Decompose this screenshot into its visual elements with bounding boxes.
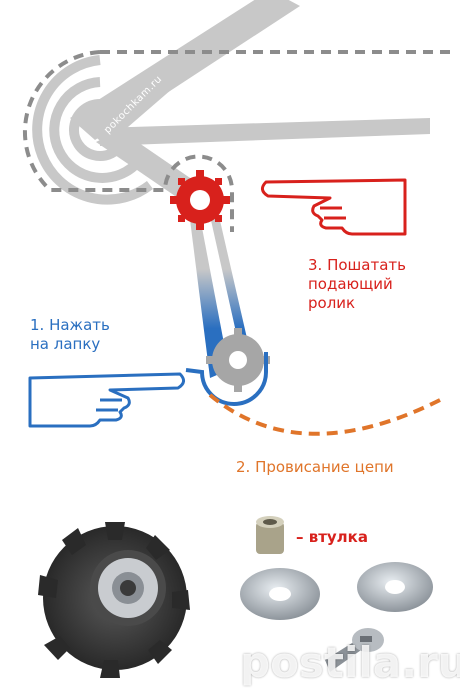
washer-left-photo <box>240 568 320 620</box>
brand-watermark: postila.ru <box>240 638 460 687</box>
red-hand-icon <box>261 178 407 236</box>
cage-slot <box>196 196 240 354</box>
washer-right-photo <box>357 562 433 612</box>
bolt-photo <box>325 628 384 672</box>
lower-jockey-wheel-icon <box>206 328 270 392</box>
step2-label: 2. Провисание цепи <box>236 458 394 476</box>
cassette-icon <box>32 55 154 205</box>
bike-frame <box>70 0 430 198</box>
blue-chain-loop <box>185 352 268 406</box>
bushing-photo <box>256 516 284 554</box>
seatstay <box>90 54 194 146</box>
pulley-photo <box>38 522 190 678</box>
dropout-stay <box>100 118 430 146</box>
blue-hand-icon <box>28 372 185 428</box>
chain-slack-path <box>208 393 441 436</box>
bushing-label: – втулка <box>296 528 368 546</box>
step1-label: 1. Нажать на лапку <box>30 316 110 353</box>
chain-path <box>22 50 455 232</box>
step3-label: 3. Пошатать подающий ролик <box>308 256 406 312</box>
upper-jockey-wheel-icon <box>170 170 230 230</box>
